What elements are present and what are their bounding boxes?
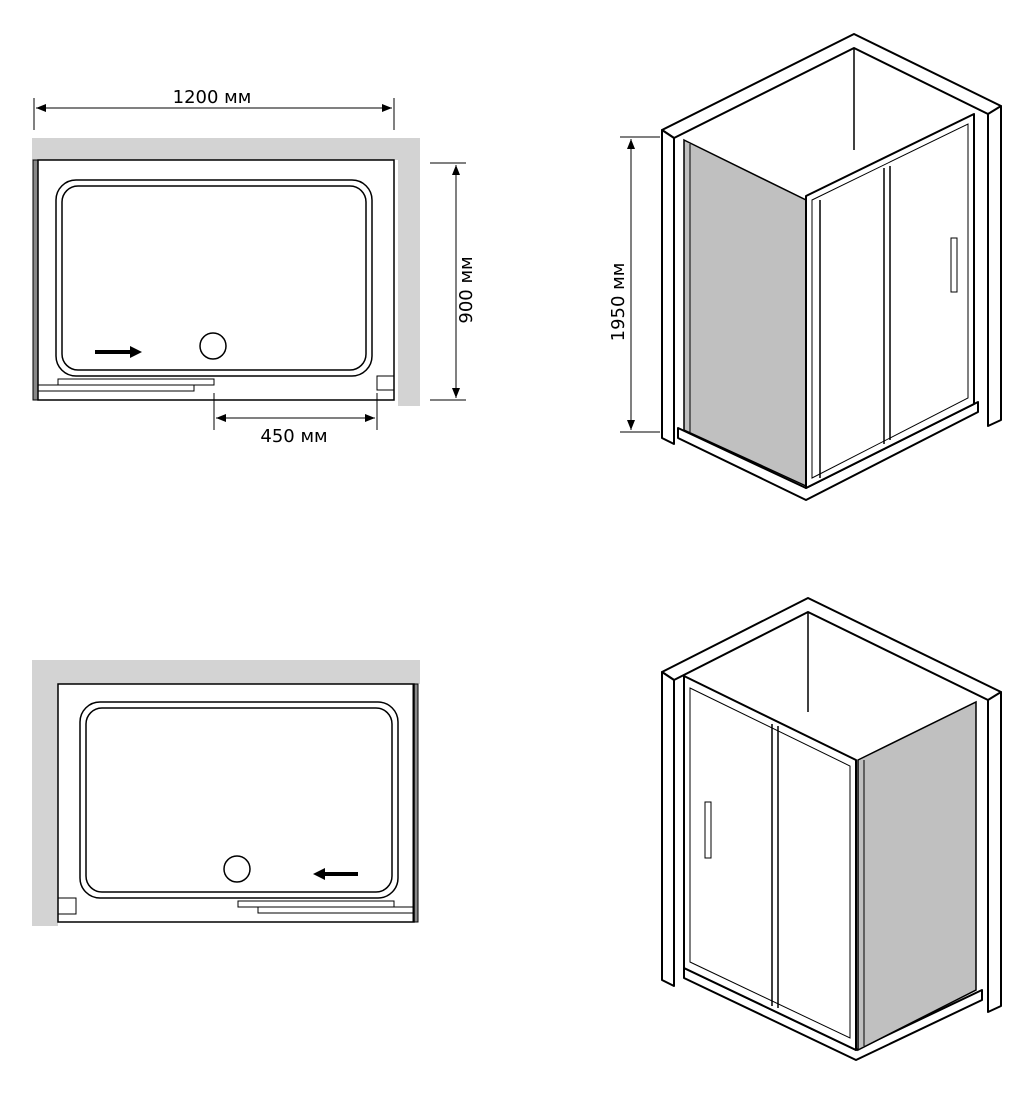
side-glass-panel <box>683 138 807 488</box>
door-handle <box>704 801 712 859</box>
height-label: 1950 мм <box>608 263 629 342</box>
tray-rim-outer <box>79 701 399 899</box>
tray-rim-outer <box>55 179 373 377</box>
tray-outline <box>37 159 395 401</box>
front-frame <box>683 675 857 1051</box>
tray-outline <box>57 683 415 923</box>
door-handle <box>950 237 958 293</box>
right-wall-edge <box>987 691 1002 1013</box>
back-wall <box>32 660 420 684</box>
tray-rim-inner <box>85 707 393 893</box>
sliding-door-inner <box>257 906 415 914</box>
right-wall-edge <box>987 105 1002 427</box>
drain <box>223 855 251 883</box>
side-glass-panel <box>857 700 977 1052</box>
sliding-door-outer <box>237 900 395 908</box>
tray-rim-inner <box>61 185 367 371</box>
door-label: 450 мм <box>260 426 327 447</box>
arrow-head <box>313 868 325 880</box>
drain <box>199 332 227 360</box>
door-stop <box>57 897 77 915</box>
left-wall-edge <box>661 129 675 445</box>
iso-view-right-door: 1950 мм <box>608 33 1002 501</box>
front-frame-inner <box>811 123 969 479</box>
left-wall <box>32 660 58 926</box>
side-panel <box>412 683 419 923</box>
right-wall <box>398 138 420 406</box>
iso-view-left-door <box>661 597 1002 1061</box>
door-stop <box>376 375 395 391</box>
arrow-head <box>130 346 142 358</box>
back-wall <box>32 138 420 160</box>
left-wall-edge <box>661 671 675 987</box>
width-label: 1200 мм <box>173 87 252 108</box>
wall-top-edge <box>661 33 1002 139</box>
sliding-door-outer <box>37 384 195 392</box>
sliding-door-inner <box>57 378 215 386</box>
plan-view-right-door: 1200 мм 900 мм 450 мм <box>32 87 477 447</box>
plan-view-left-door <box>32 660 420 926</box>
front-frame-inner <box>689 687 851 1039</box>
depth-label: 900 мм <box>456 256 477 323</box>
